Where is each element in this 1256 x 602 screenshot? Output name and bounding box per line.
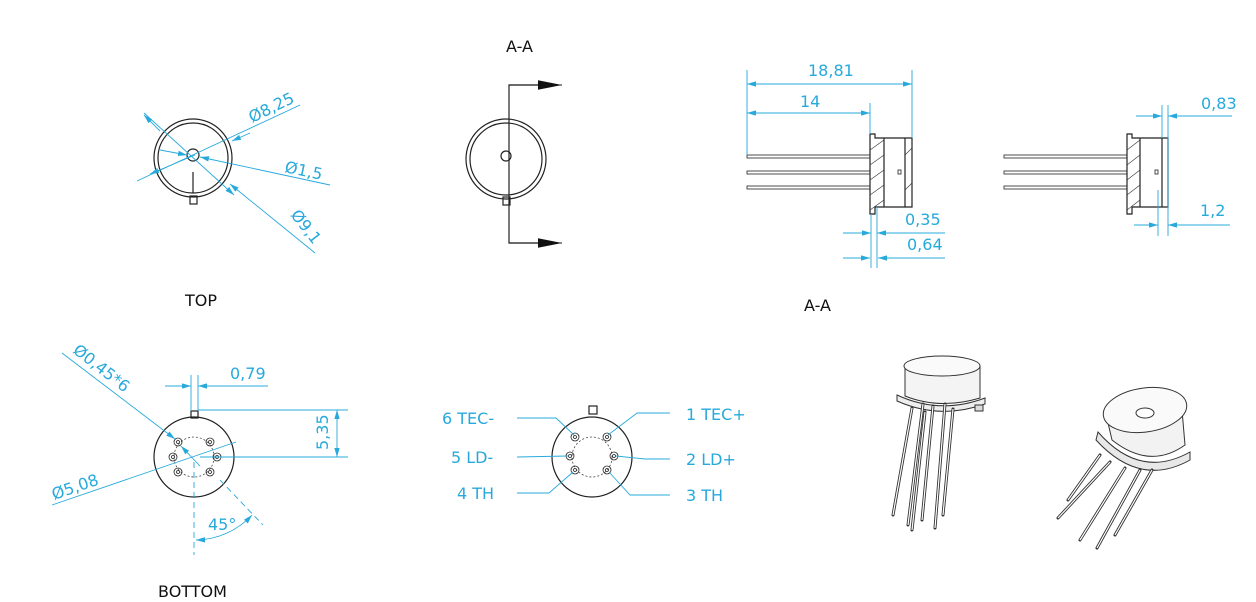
pinout-view: 6 TEC- 5 LD- 4 TH 1 TEC+ 2 LD+ 3 TH <box>442 405 746 505</box>
dim-0-64: 0,64 <box>907 235 943 254</box>
dim-pin-length: 14 <box>800 92 820 111</box>
pin-label-5: 5 LD- <box>451 448 493 467</box>
dim-overall-length: 18,81 <box>808 61 854 80</box>
pin-label-2: 2 LD+ <box>686 450 736 469</box>
section-view-1: 18,81 14 0,35 0,64 A-A <box>746 61 945 315</box>
dim-pin-circle: Ø5,08 <box>49 470 101 504</box>
pin-label-4: 4 TH <box>457 484 494 503</box>
dim-0-83: 0,83 <box>1201 94 1237 113</box>
pin-label-1: 1 TEC+ <box>686 405 746 424</box>
dim-top-flange: Ø9,1 <box>287 206 325 248</box>
pin-label-3: 3 TH <box>686 486 723 505</box>
dim-pin-diameter: Ø0,45*6 <box>70 340 134 396</box>
label-section-marker: A-A <box>506 37 533 56</box>
dim-angle: 45° <box>208 515 236 534</box>
label-bottom: BOTTOM <box>158 582 227 601</box>
label-section: A-A <box>804 296 831 315</box>
dim-top-hole: Ø1,5 <box>283 157 324 183</box>
top-view: Ø8,25 Ø1,5 Ø9,1 TOP <box>136 88 331 310</box>
section-view-2: 0,83 1,2 <box>1003 94 1237 236</box>
section-marker-view: A-A <box>465 37 562 248</box>
render-3d-front <box>891 355 986 532</box>
pin-label-6: 6 TEC- <box>442 409 494 428</box>
render-3d-rear <box>1056 386 1191 550</box>
dim-tab-width: 0,79 <box>230 364 266 383</box>
dim-1-2: 1,2 <box>1200 201 1225 220</box>
pin-holes <box>168 437 222 477</box>
label-top: TOP <box>184 291 217 310</box>
dim-top-diameter-outer-cap: Ø8,25 <box>245 88 297 126</box>
bottom-view: 0,79 5,35 Ø0,45*6 Ø5,08 45° BOTTOM <box>49 340 348 601</box>
dim-height: 5,35 <box>313 414 332 450</box>
dim-0-35: 0,35 <box>905 210 941 229</box>
